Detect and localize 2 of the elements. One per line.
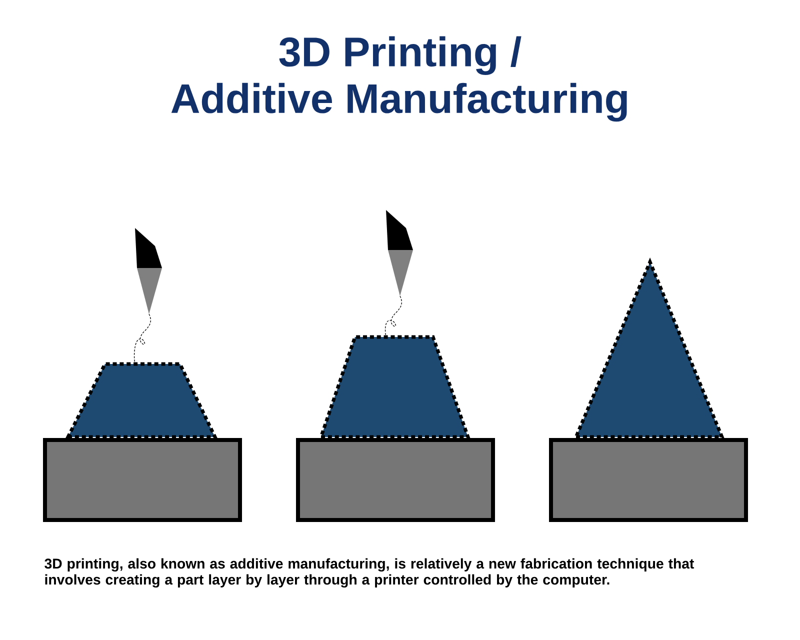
title: 3D Printing / Additive Manufacturing bbox=[171, 36, 627, 122]
caption: 3D printing, also known as additive manufacturing, is relatively a new fabrication technique that involves creating a part layer by layer through a printer controlled by the computer. bbox=[44, 558, 694, 588]
